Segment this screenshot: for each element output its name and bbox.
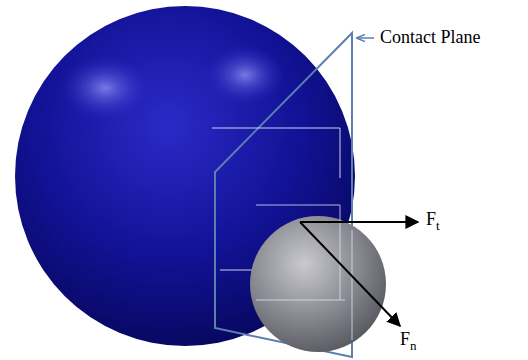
plane-label: Contact Plane <box>380 28 480 48</box>
force-label: Ft <box>426 210 440 233</box>
leader-arrow <box>357 37 374 39</box>
tangential-force-arrow <box>300 221 418 223</box>
sphere-highlight <box>205 45 285 105</box>
force-label: Fn <box>400 330 417 353</box>
sphere-highlight <box>60 56 150 120</box>
small-sphere <box>250 216 386 352</box>
normal-force-arrow <box>300 222 400 326</box>
